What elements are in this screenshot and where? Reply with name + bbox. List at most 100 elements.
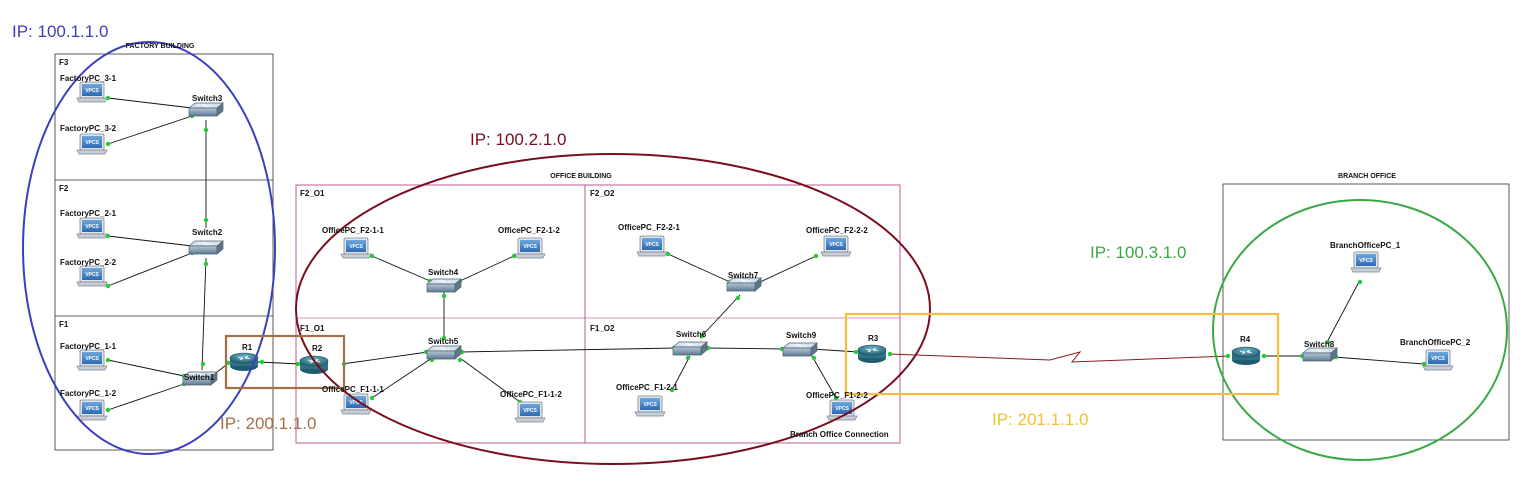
branch-office-frame xyxy=(1222,183,1510,441)
label-r2: R2 xyxy=(312,344,323,353)
r1-r2-link-box xyxy=(224,334,346,390)
pc-officepc-f1-2-2[interactable]: VPCS xyxy=(826,399,858,421)
switch8-icon[interactable] xyxy=(1302,347,1338,362)
serial-link-r3-r4 xyxy=(887,351,1231,363)
label-branchofficepc-2: BranchOfficePC_2 xyxy=(1400,338,1471,347)
branch-office-label: BRANCH OFFICE xyxy=(1338,173,1396,180)
label-factorypc-1-2: FactoryPC_1-2 xyxy=(60,389,117,398)
pc-branchofficepc-2[interactable]: VPCS xyxy=(1422,349,1454,371)
label-officepc-f2-2-2: OfficePC_F2-2-2 xyxy=(806,226,868,235)
ip-label-branch: IP: 100.3.1.0 xyxy=(1090,243,1186,262)
label-officepc-f2-1-2: OfficePC_F2-1-2 xyxy=(498,226,560,235)
office-building-frame xyxy=(295,184,901,444)
label-switch5: Switch5 xyxy=(428,337,459,346)
switch9-icon[interactable] xyxy=(782,342,818,357)
floor-f1-o1-label: F1_O1 xyxy=(300,324,325,333)
svg-text:VPCS: VPCS xyxy=(523,408,537,414)
pc-officepc-f2-1-2[interactable]: VPCS xyxy=(514,237,546,259)
svg-text:VPCS: VPCS xyxy=(645,242,659,248)
label-officepc-f2-1-1: OfficePC_F2-1-1 xyxy=(322,226,384,235)
svg-text:VPCS: VPCS xyxy=(643,402,657,408)
svg-text:VPCS: VPCS xyxy=(835,406,849,412)
pc-branchofficepc-1[interactable]: VPCS xyxy=(1350,251,1382,273)
svg-text:VPCS: VPCS xyxy=(85,88,99,94)
label-switch8: Switch8 xyxy=(1304,340,1335,349)
floor-f3-label: F3 xyxy=(59,58,69,67)
router-r3-icon[interactable] xyxy=(857,344,887,364)
label-factorypc-2-1: FactoryPC_2-1 xyxy=(60,209,117,218)
svg-text:VPCS: VPCS xyxy=(349,244,363,250)
svg-text:VPCS: VPCS xyxy=(349,400,363,406)
switch6-icon[interactable] xyxy=(672,341,708,356)
floor-f1-o2-label: F1_O2 xyxy=(590,324,615,333)
label-r1: R1 xyxy=(242,343,253,352)
network-links xyxy=(107,97,1425,411)
pc-officepc-f1-1-1[interactable]: VPCS xyxy=(340,393,372,415)
label-r3: R3 xyxy=(868,334,879,343)
building-labels: FACTORY BUILDING OFFICE BUILDING BRANCH … xyxy=(126,43,1397,180)
floor-labels: F3 F2 F1 F2_O1 F2_O2 F1_O1 F1_O2 xyxy=(59,58,615,333)
label-officepc-f1-2-2: OfficePC_F1-2-2 xyxy=(806,391,868,400)
label-factorypc-1-1: FactoryPC_1-1 xyxy=(60,342,117,351)
svg-text:VPCS: VPCS xyxy=(85,406,99,412)
factory-subnet-ellipse xyxy=(22,41,276,455)
ip-label-r3-r4: IP: 201.1.1.0 xyxy=(992,410,1088,429)
label-switch9: Switch9 xyxy=(786,331,817,340)
label-switch3: Switch3 xyxy=(192,94,223,103)
label-switch6: Switch6 xyxy=(676,330,707,339)
branch-subnet-ellipse xyxy=(1212,199,1508,461)
svg-text:VPCS: VPCS xyxy=(1431,356,1445,362)
pc-factorypc-2-2[interactable]: VPCS xyxy=(76,265,108,287)
label-factorypc-2-2: FactoryPC_2-2 xyxy=(60,258,117,267)
factory-building-frame xyxy=(54,53,274,451)
device-labels: FactoryPC_3-1 FactoryPC_3-2 FactoryPC_2-… xyxy=(60,74,1471,400)
ip-label-r1-r2: IP: 200.1.1.0 xyxy=(220,414,316,433)
label-officepc-f1-1-2: OfficePC_F1-1-2 xyxy=(500,390,562,399)
pc-officepc-f1-2-1[interactable]: VPCS xyxy=(634,395,666,417)
pc-officepc-f2-2-2[interactable]: VPCS xyxy=(820,235,852,257)
label-factorypc-3-1: FactoryPC_3-1 xyxy=(60,74,117,83)
label-officepc-f1-1-1: OfficePC_F1-1-1 xyxy=(322,385,384,394)
pc-officepc-f1-1-2[interactable]: VPCS xyxy=(514,401,546,423)
pc-officepc-f2-2-1[interactable]: VPCS xyxy=(636,235,668,257)
svg-text:VPCS: VPCS xyxy=(523,244,537,250)
label-switch7: Switch7 xyxy=(728,271,759,280)
svg-text:VPCS: VPCS xyxy=(1359,258,1373,264)
svg-text:VPCS: VPCS xyxy=(85,356,99,362)
pc-officepc-f2-1-1[interactable]: VPCS xyxy=(340,237,372,259)
pc-factorypc-2-1[interactable]: VPCS xyxy=(76,217,108,239)
router-r4-icon[interactable] xyxy=(1231,346,1261,366)
office-subnet-ellipse xyxy=(295,153,931,465)
label-officepc-f2-2-1: OfficePC_F2-2-1 xyxy=(618,223,680,232)
factory-building-label: FACTORY BUILDING xyxy=(126,43,195,50)
svg-text:VPCS: VPCS xyxy=(85,140,99,146)
label-branchofficepc-1: BranchOfficePC_1 xyxy=(1330,241,1401,250)
label-switch2: Switch2 xyxy=(192,228,223,237)
pc-factorypc-1-1[interactable]: VPCS xyxy=(76,349,108,371)
svg-text:VPCS: VPCS xyxy=(85,224,99,230)
switch3-icon[interactable] xyxy=(188,102,224,117)
label-switch4: Switch4 xyxy=(428,268,459,277)
floor-f2-o1-label: F2_O1 xyxy=(300,189,325,198)
floor-f2-o2-label: F2_O2 xyxy=(590,189,615,198)
switch4-icon[interactable] xyxy=(426,278,462,293)
switch2-icon[interactable] xyxy=(188,240,224,255)
svg-text:VPCS: VPCS xyxy=(829,242,843,248)
ip-label-office: IP: 100.2.1.0 xyxy=(470,130,566,149)
switch5-icon[interactable] xyxy=(426,345,462,360)
svg-text:VPCS: VPCS xyxy=(85,272,99,278)
floor-f1-label: F1 xyxy=(59,320,69,329)
ip-label-factory: IP: 100.1.1.0 xyxy=(12,22,108,41)
office-building-label: OFFICE BUILDING xyxy=(550,173,612,180)
label-factorypc-3-2: FactoryPC_3-2 xyxy=(60,124,117,133)
label-r4: R4 xyxy=(1240,335,1251,344)
label-officepc-f1-2-1: OfficePC_F1-2-1 xyxy=(616,383,678,392)
floor-f2-label: F2 xyxy=(59,184,69,193)
label-switch1: Switch1 xyxy=(184,373,215,382)
pc-factorypc-1-2[interactable]: VPCS xyxy=(76,399,108,421)
pc-factorypc-3-2[interactable]: VPCS xyxy=(76,133,108,155)
branch-office-connection-note: Branch Office Connection xyxy=(790,430,889,439)
r3-r4-link-box xyxy=(844,312,1280,396)
pc-factorypc-3-1[interactable]: VPCS xyxy=(76,81,108,103)
